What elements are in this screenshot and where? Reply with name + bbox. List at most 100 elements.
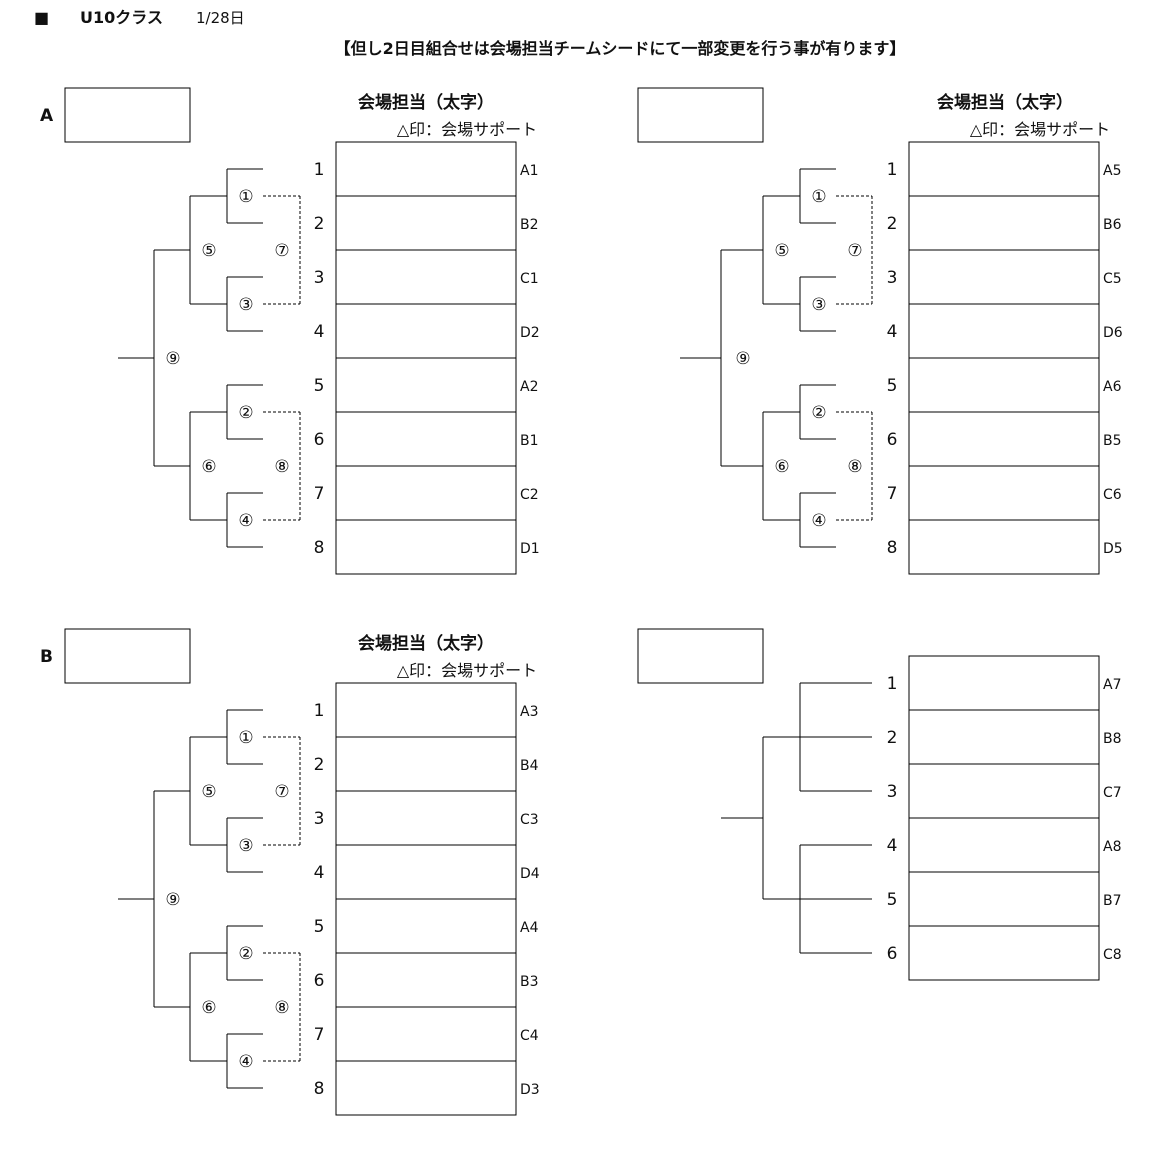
slot-number: 7	[314, 1025, 325, 1045]
notice-text: 【但し2日目組合せは会場担当チームシードにて一部変更を行う事が有ります】	[335, 39, 906, 58]
bracket-lines	[680, 168, 836, 548]
seed-code: B5	[1103, 433, 1122, 449]
team-slot[interactable]	[908, 871, 1100, 927]
slot-number: 4	[314, 863, 325, 883]
team-slot[interactable]	[335, 195, 517, 251]
seed-codes: A1 B2 C1 D2 A2 B1 C2 D1	[520, 163, 540, 557]
slot-numbers: 1 2 3 4 5 6	[887, 674, 898, 964]
seed-code: D5	[1103, 541, 1123, 557]
seed-code: B2	[520, 217, 539, 233]
match-7: ⑦	[847, 241, 862, 261]
match-9: ⑨	[165, 349, 180, 369]
match-2: ②	[811, 403, 826, 423]
seed-code: B6	[1103, 217, 1122, 233]
seed-code: C1	[520, 271, 539, 287]
team-slot[interactable]	[908, 925, 1100, 981]
seed-code: A2	[520, 379, 538, 395]
venue-title: 会場担当（太字）	[937, 92, 1073, 113]
match-5: ⑤	[201, 241, 216, 261]
team-slot[interactable]	[335, 411, 517, 467]
team-slot[interactable]	[908, 249, 1100, 305]
team-slot[interactable]	[335, 682, 517, 738]
team-slot[interactable]	[908, 519, 1100, 575]
slot-number: 5	[314, 376, 325, 396]
seed-code: D4	[520, 866, 540, 882]
slot-number: 1	[314, 701, 325, 721]
team-slot[interactable]	[908, 195, 1100, 251]
match-3: ③	[811, 295, 826, 315]
team-slot[interactable]	[335, 465, 517, 521]
group-b-second: 1 2 3 4 5 6 A7 B8 C7 A8 B7 C8	[637, 628, 1122, 981]
team-slot[interactable]	[335, 844, 517, 900]
slot-numbers: 1 2 3 4 5 6 7 8	[887, 160, 898, 558]
slot-number: 8	[314, 1079, 325, 1099]
match-8: ⑧	[274, 457, 289, 477]
slot-number: 2	[887, 214, 898, 234]
match-3: ③	[238, 295, 253, 315]
seed-code: D2	[520, 325, 540, 341]
team-slot[interactable]	[335, 519, 517, 575]
seed-code: B3	[520, 974, 539, 990]
seed-code: B8	[1103, 731, 1122, 747]
slot-number: 2	[887, 728, 898, 748]
team-slot[interactable]	[908, 303, 1100, 359]
bracket-lines	[118, 709, 263, 1089]
team-slot[interactable]	[908, 411, 1100, 467]
team-slot[interactable]	[335, 790, 517, 846]
group-label: A	[40, 106, 54, 126]
team-slot[interactable]	[335, 357, 517, 413]
match-numbers: ① ② ③ ④ ⑤ ⑥ ⑦ ⑧ ⑨	[165, 728, 289, 1072]
seed-code: C7	[1103, 785, 1122, 801]
team-slot[interactable]	[908, 709, 1100, 765]
seed-code: B1	[520, 433, 539, 449]
slot-number: 5	[314, 917, 325, 937]
team-slot[interactable]	[335, 736, 517, 792]
team-slot[interactable]	[335, 141, 517, 197]
match-1: ①	[811, 187, 826, 207]
match-7: ⑦	[274, 782, 289, 802]
seed-code: C8	[1103, 947, 1122, 963]
team-slot[interactable]	[335, 1060, 517, 1116]
match-4: ④	[238, 1052, 253, 1072]
team-slot[interactable]	[908, 465, 1100, 521]
group-label: B	[40, 647, 53, 667]
group-a: A 会場担当（太字） △印：会場サポート ① ② ③ ④ ⑤ ⑥ ⑦ ⑧ ⑨	[40, 87, 540, 575]
seed-code: A3	[520, 704, 538, 720]
group-name-box[interactable]	[64, 628, 191, 684]
support-note: △印：会場サポート	[397, 661, 537, 680]
venue-title: 会場担当（太字）	[358, 92, 494, 113]
slot-number: 5	[887, 376, 898, 396]
team-slot[interactable]	[908, 817, 1100, 873]
team-slots	[908, 655, 1100, 981]
seed-codes: A5 B6 C5 D6 A6 B5 C6 D5	[1103, 163, 1123, 557]
team-slot[interactable]	[335, 1006, 517, 1062]
team-slot[interactable]	[908, 763, 1100, 819]
slot-number: 6	[314, 430, 325, 450]
team-slot[interactable]	[908, 655, 1100, 711]
team-slot[interactable]	[335, 952, 517, 1008]
seed-code: A7	[1103, 677, 1121, 693]
match-1: ①	[238, 187, 253, 207]
match-2: ②	[238, 944, 253, 964]
group-name-box[interactable]	[637, 628, 764, 684]
team-slot[interactable]	[908, 357, 1100, 413]
team-slot[interactable]	[908, 141, 1100, 197]
slot-number: 8	[887, 538, 898, 558]
header-square-icon: ■	[34, 8, 49, 27]
consolation-dashed-lines	[263, 736, 301, 1062]
team-slot[interactable]	[335, 898, 517, 954]
team-slot[interactable]	[335, 303, 517, 359]
group-name-box[interactable]	[637, 87, 764, 143]
seed-code: D1	[520, 541, 540, 557]
event-date: 1/28日	[196, 9, 245, 27]
slot-number: 2	[314, 214, 325, 234]
seed-code: D6	[1103, 325, 1123, 341]
team-slot[interactable]	[335, 249, 517, 305]
slot-number: 1	[887, 674, 898, 694]
slot-number: 6	[887, 944, 898, 964]
seed-codes: A3 B4 C3 D4 A4 B3 C4 D3	[520, 704, 540, 1098]
match-1: ①	[238, 728, 253, 748]
slot-number: 8	[314, 538, 325, 558]
slot-numbers: 1 2 3 4 5 6 7 8	[314, 160, 325, 558]
group-name-box[interactable]	[64, 87, 191, 143]
